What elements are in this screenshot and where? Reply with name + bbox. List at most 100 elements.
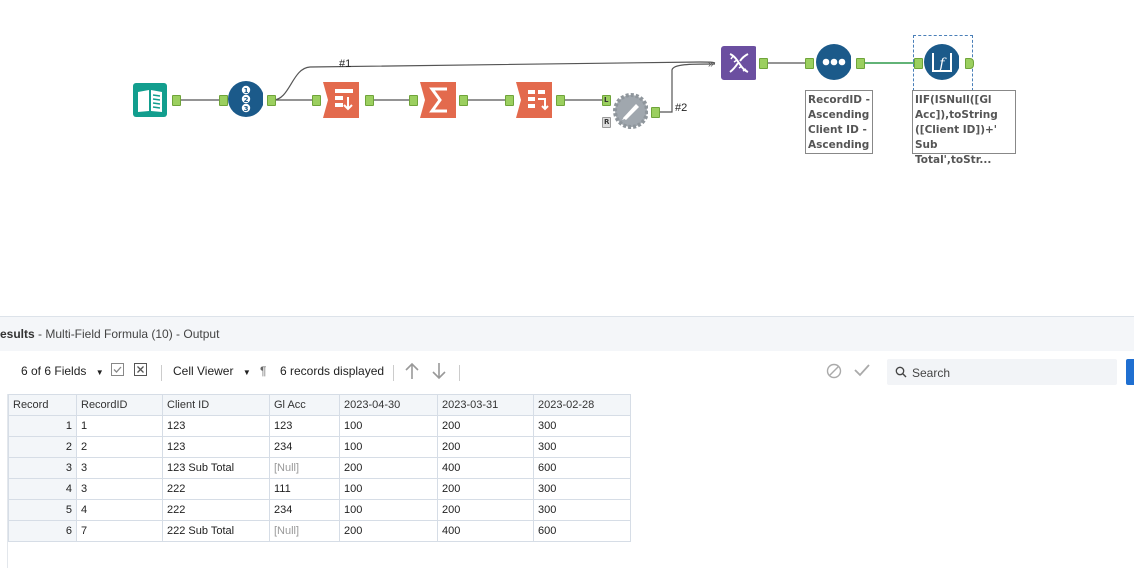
ellipsis-icon [816,44,851,80]
sort-tool[interactable] [815,44,851,80]
table-row[interactable]: 3 3 123 Sub Total [Null] 200 400 600 [8,457,631,479]
record-id-tool[interactable]: 1 2 3 [227,81,263,117]
checkbox-deselect-icon[interactable] [134,363,147,379]
output-anchor[interactable] [365,95,374,106]
formula-annotation: IIF(ISNull([Gl Acc]),toString ([Client I… [912,90,1016,166]
table-cell[interactable]: 222 [162,499,270,521]
column-header[interactable]: Client ID [162,394,270,416]
input-data-tool[interactable] [132,82,168,118]
column-header[interactable]: 2023-03-31 [437,394,534,416]
output-anchor[interactable] [459,95,468,106]
append-fields-tool[interactable] [612,93,648,129]
table-cell[interactable]: 7 [76,520,163,542]
table-row[interactable]: 2 2 123 234 100 200 300 [8,436,631,458]
fields-dropdown[interactable]: 6 of 6 Fields ▼ [21,364,104,378]
column-header[interactable]: 2023-02-28 [533,394,631,416]
cell-viewer-dropdown[interactable]: Cell Viewer ▼ [173,364,251,378]
right-anchor-label: R [604,118,610,126]
checkmark-icon[interactable] [853,362,871,381]
table-cell[interactable]: 200 [339,457,438,479]
cancel-circle-icon[interactable] [826,363,842,382]
table-cell[interactable]: 222 Sub Total [162,520,270,542]
table-cell[interactable]: 400 [437,520,534,542]
input-anchor[interactable] [312,95,321,106]
record-cell[interactable]: 1 [8,415,77,437]
workflow-canvas[interactable]: #1 #2 1 2 3 [0,0,1134,315]
table-cell[interactable]: 600 [533,457,631,479]
table-cell[interactable]: 123 Sub Total [162,457,270,479]
table-cell[interactable]: 200 [339,520,438,542]
arrow-up-icon[interactable] [404,362,420,383]
column-header[interactable]: Record [8,394,77,416]
input-anchor[interactable] [505,95,514,106]
table-cell[interactable]: 3 [76,478,163,500]
join-left-anchor[interactable] [602,95,611,106]
output-anchor[interactable] [172,95,181,106]
table-cell[interactable]: 222 [162,478,270,500]
table-cell[interactable]: 100 [339,415,438,437]
column-header[interactable]: Gl Acc [269,394,340,416]
input-anchor[interactable] [805,58,814,69]
table-cell[interactable]: 123 [162,436,270,458]
summarize-tool[interactable] [420,82,456,118]
output-anchor[interactable] [267,95,276,106]
record-cell[interactable]: 2 [8,436,77,458]
table-cell[interactable]: 234 [269,436,340,458]
cross-tab-tool[interactable] [516,82,552,118]
record-cell[interactable]: 3 [8,457,77,479]
table-cell[interactable]: 111 [269,478,340,500]
multi-field-formula-tool[interactable]: f [923,44,959,80]
column-header[interactable]: 2023-04-30 [339,394,438,416]
checkbox-checked-icon[interactable] [111,363,124,379]
table-cell[interactable]: 300 [533,436,631,458]
table-cell[interactable]: 300 [533,415,631,437]
table-cell[interactable]: 2 [76,436,163,458]
transpose-tool[interactable] [323,82,359,118]
output-anchor[interactable] [556,95,565,106]
dynamic-tool[interactable] [720,45,756,81]
input-anchor[interactable] [219,95,228,106]
table-row[interactable]: 6 7 222 Sub Total [Null] 200 400 600 [8,520,631,542]
table-cell[interactable]: 600 [533,520,631,542]
table-row[interactable]: 4 3 222 111 100 200 300 [8,478,631,500]
table-cell[interactable]: 3 [76,457,163,479]
output-anchor[interactable] [759,58,768,69]
table-cell[interactable]: 300 [533,499,631,521]
table-cell[interactable]: 100 [339,478,438,500]
table-cell[interactable]: 100 [339,436,438,458]
results-title: esults - Multi-Field Formula (10) - Outp… [0,327,219,341]
table-cell[interactable]: 200 [437,478,534,500]
join-right-anchor[interactable] [602,117,611,128]
table-cell[interactable]: 100 [339,499,438,521]
table-cell[interactable]: 4 [76,499,163,521]
search-box[interactable]: Search [887,359,1117,385]
toolbar-divider [459,365,460,381]
output-anchor[interactable] [651,107,660,118]
table-cell[interactable]: 123 [162,415,270,437]
record-cell[interactable]: 4 [8,478,77,500]
input-anchor[interactable] [409,95,418,106]
search-options-button[interactable] [1126,359,1134,385]
null-cell[interactable]: [Null] [269,520,340,542]
table-cell[interactable]: 300 [533,478,631,500]
input-anchor[interactable] [914,58,923,69]
output-anchor[interactable] [965,58,974,69]
column-header[interactable]: RecordID [76,394,163,416]
results-table: Record RecordID Client ID Gl Acc 2023-04… [8,394,631,542]
book-icon [133,83,167,117]
table-cell[interactable]: 1 [76,415,163,437]
table-row[interactable]: 5 4 222 234 100 200 300 [8,499,631,521]
table-row[interactable]: 1 1 123 123 100 200 300 [8,415,631,437]
output-anchor[interactable] [856,58,865,69]
pilcrow-icon[interactable]: ¶ [260,364,267,378]
record-cell[interactable]: 6 [8,520,77,542]
record-cell[interactable]: 5 [8,499,77,521]
table-cell[interactable]: 123 [269,415,340,437]
table-cell[interactable]: 200 [437,436,534,458]
null-cell[interactable]: [Null] [269,457,340,479]
arrow-down-icon[interactable] [431,362,447,383]
table-cell[interactable]: 234 [269,499,340,521]
table-cell[interactable]: 200 [437,499,534,521]
table-cell[interactable]: 200 [437,415,534,437]
table-cell[interactable]: 400 [437,457,534,479]
